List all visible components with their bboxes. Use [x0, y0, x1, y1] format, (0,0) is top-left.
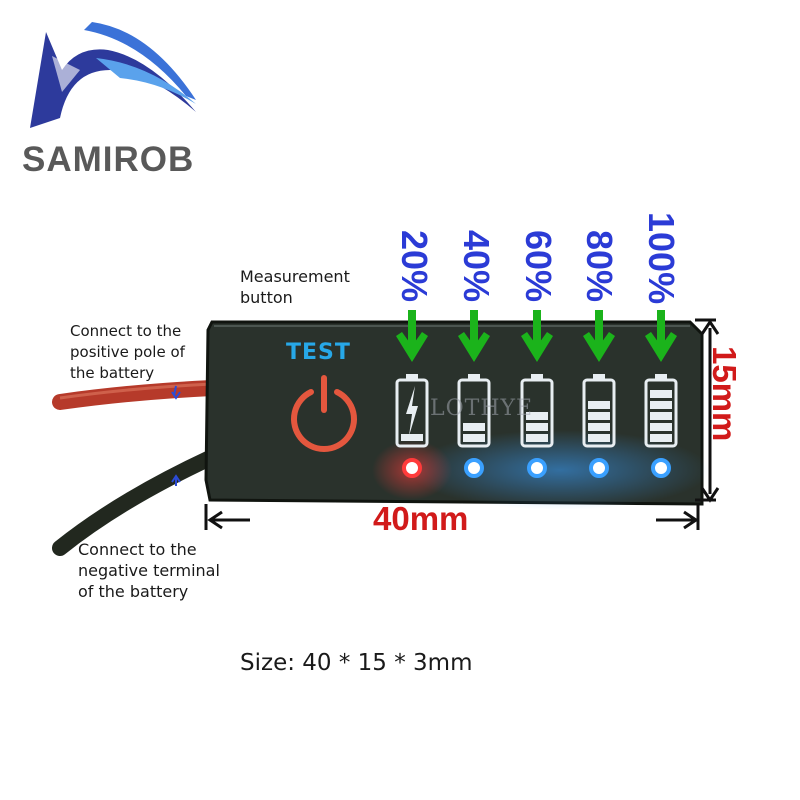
- arrow-3: [583, 310, 615, 362]
- level-label-80: 80%: [579, 230, 620, 303]
- height-dimension: 15mm: [706, 346, 743, 442]
- size-caption: Size: 40 * 15 * 3mm: [240, 650, 473, 676]
- led-1: [464, 458, 484, 478]
- watermark: LOTHYE: [430, 396, 534, 421]
- positive-wire-label: Connect to the positive pole of the batt…: [70, 322, 185, 382]
- battery-level-icon-1: [457, 374, 491, 448]
- level-label-100: 100%: [641, 212, 682, 305]
- level-label-20: 20%: [394, 230, 435, 303]
- battery-level-icon-4: [644, 374, 678, 448]
- height-dimension-line: [695, 318, 720, 503]
- arrow-4: [645, 310, 677, 362]
- battery-level-icon-2: [520, 374, 554, 448]
- positive-wire: [52, 380, 220, 410]
- led-4: [651, 458, 671, 478]
- width-dimension: 40mm: [373, 500, 469, 537]
- led-0: [402, 458, 422, 478]
- arrow-1: [458, 310, 490, 362]
- measurement-button-label: Measurement button: [240, 267, 350, 307]
- brand-name: SAMIROB: [22, 140, 195, 179]
- level-label-40: 40%: [456, 230, 497, 303]
- battery-level-icon-0: [395, 374, 429, 448]
- negative-wire: [52, 450, 218, 556]
- test-label: TEST: [286, 340, 351, 365]
- wave-logo-icon: [30, 22, 196, 128]
- arrow-2: [521, 310, 553, 362]
- battery-level-icon-3: [582, 374, 616, 448]
- led-2: [527, 458, 547, 478]
- power-button-icon[interactable]: [291, 375, 357, 453]
- negative-wire-label: Connect to the negative terminal of the …: [78, 540, 220, 601]
- level-label-60: 60%: [518, 230, 559, 303]
- led-3: [589, 458, 609, 478]
- arrow-0: [396, 310, 428, 362]
- width-dimension-line: [204, 504, 700, 530]
